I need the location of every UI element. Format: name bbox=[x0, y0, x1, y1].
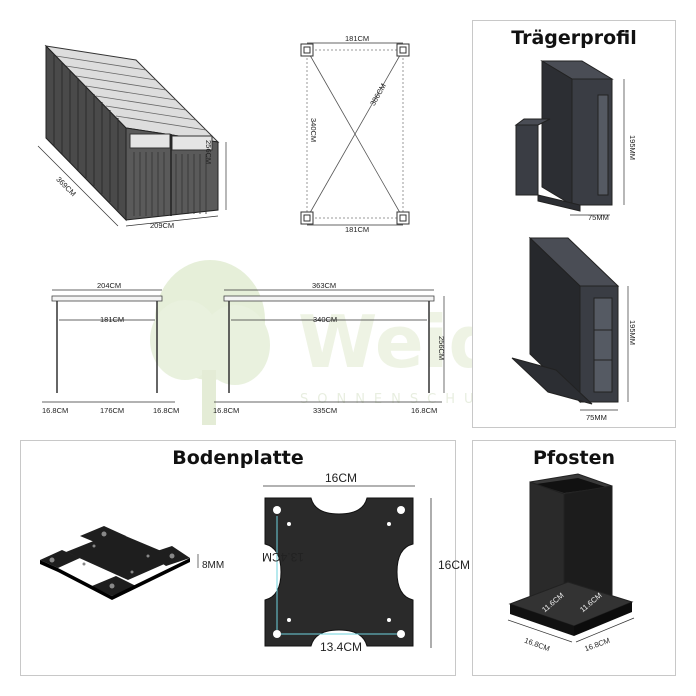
elevation-front-outer-label: 204CM bbox=[97, 281, 122, 290]
elevation-side-post-left-label: 16.8CM bbox=[213, 406, 240, 415]
elevation-side-span-label: 335CM bbox=[313, 406, 338, 415]
bodenplatte-plate bbox=[264, 497, 414, 647]
floorplan-left-label: 340CM bbox=[309, 118, 318, 143]
bodenplatte-title: Bodenplatte bbox=[172, 447, 304, 469]
traeger-bottom-height-label: 195MM bbox=[628, 320, 637, 346]
floorplan-top-label: 181CM bbox=[345, 34, 370, 43]
shed-illustration bbox=[37, 44, 227, 227]
bodenplatte-iso bbox=[40, 526, 199, 600]
traeger-profile-bottom bbox=[511, 236, 629, 411]
floorplan-bottom-label: 181CM bbox=[345, 225, 370, 234]
shed-height-label: 256CM bbox=[204, 140, 213, 165]
elevation-side-inner-label: 340CM bbox=[313, 315, 338, 324]
traeger-bottom-width-label: 75MM bbox=[586, 413, 607, 422]
bodenplatte-thickness-label: 8MM bbox=[202, 560, 225, 571]
bodenplatte-height-label: 16CM bbox=[438, 558, 471, 572]
pfosten-title: Pfosten bbox=[532, 447, 616, 469]
elevation-front-post-left-label: 16.8CM bbox=[42, 406, 69, 415]
elevation-side-outer-label: 363CM bbox=[312, 281, 337, 290]
elevation-side-diagram bbox=[214, 289, 445, 403]
elevation-front-inner-label: 181CM bbox=[100, 315, 125, 324]
traeger-top-width-label: 75MM bbox=[588, 213, 609, 222]
elevation-side-post-right-label: 16.8CM bbox=[411, 406, 438, 415]
pfosten-illustration bbox=[507, 473, 635, 643]
elevation-side-height-label: 256CM bbox=[437, 336, 446, 361]
elevation-front-post-right-label: 16.8CM bbox=[153, 406, 180, 415]
traeger-profile-top bbox=[514, 60, 625, 216]
elevation-front-diagram bbox=[42, 289, 175, 403]
bodenplatte-top-view bbox=[263, 485, 432, 648]
elevation-front-span-label: 176CM bbox=[100, 406, 125, 415]
watermark-tagline: SONNENSCHUTZ bbox=[300, 392, 518, 407]
bodenplatte-inner-horizontal-label: 13.4CM bbox=[320, 640, 363, 654]
bodenplatte-inner-vertical-label: 13.4CM bbox=[262, 550, 305, 564]
bodenplatte-width-label: 16CM bbox=[325, 471, 358, 485]
traeger-title: Trägerprofil bbox=[511, 27, 637, 49]
traeger-top-height-label: 195MM bbox=[628, 135, 637, 161]
shed-width-label: 209CM bbox=[150, 221, 175, 230]
floorplan-diagram bbox=[300, 42, 410, 226]
